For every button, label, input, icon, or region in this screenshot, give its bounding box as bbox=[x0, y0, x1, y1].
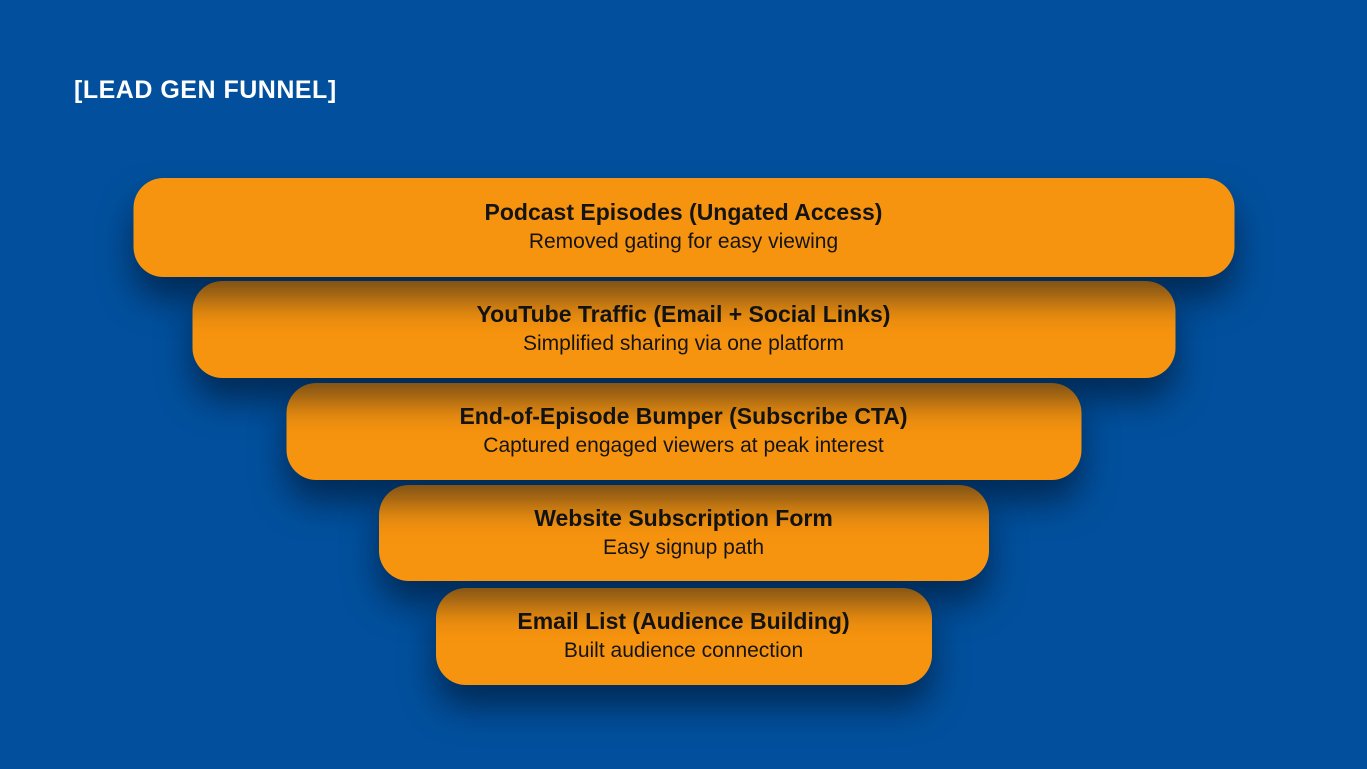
tier-subtext: Easy signup path bbox=[602, 535, 765, 559]
tier-heading: Website Subscription Form bbox=[534, 504, 833, 531]
funnel-tier-youtube-traffic: YouTube Traffic (Email + Social Links) S… bbox=[192, 281, 1175, 378]
funnel-tier-subscription-form: Website Subscription Form Easy signup pa… bbox=[378, 485, 989, 581]
tier-heading: Podcast Episodes (Ungated Access) bbox=[484, 199, 883, 226]
tier-subtext: Built audience connection bbox=[563, 639, 804, 663]
tier-subtext: Simplified sharing via one platform bbox=[523, 332, 844, 356]
tier-subtext: Captured engaged viewers at peak interes… bbox=[483, 434, 884, 458]
funnel-tier-email-list: Email List (Audience Building) Built aud… bbox=[435, 588, 932, 685]
funnel-tier-episode-bumper: End-of-Episode Bumper (Subscribe CTA) Ca… bbox=[286, 383, 1081, 480]
tier-heading: YouTube Traffic (Email + Social Links) bbox=[476, 301, 891, 328]
page-title: [LEAD GEN FUNNEL] bbox=[74, 76, 337, 104]
tier-subtext: Removed gating for easy viewing bbox=[528, 230, 839, 254]
tier-heading: End-of-Episode Bumper (Subscribe CTA) bbox=[459, 403, 908, 430]
funnel-tier-podcast-episodes: Podcast Episodes (Ungated Access) Remove… bbox=[133, 178, 1234, 277]
tier-heading: Email List (Audience Building) bbox=[517, 608, 850, 635]
